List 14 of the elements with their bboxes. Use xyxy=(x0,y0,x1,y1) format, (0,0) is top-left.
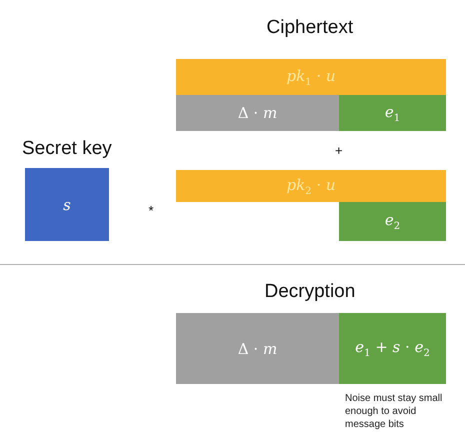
noise-block: e$_{1}$ xyxy=(339,95,446,131)
section-heading: Secret key xyxy=(22,137,112,160)
mask-bar: pk$_{1}$ · u xyxy=(176,59,446,95)
mask-bar: pk$_{2}$ · u xyxy=(176,170,446,202)
message-block: Δ · m xyxy=(176,313,339,384)
secret-key-square: s xyxy=(25,168,109,241)
noise-block: e$_{2}$ xyxy=(339,202,446,241)
note-text: Noise must stay small enough to avoid message bits xyxy=(345,392,443,431)
section-heading: Ciphertext xyxy=(266,17,354,39)
noise-block: e$_{1}$ + s · e$_{2}$ xyxy=(339,313,446,384)
plus-sign: + xyxy=(335,143,343,158)
asterisk: * xyxy=(148,203,154,218)
message-block: Δ · m xyxy=(176,95,339,131)
section-heading: Decryption xyxy=(264,281,356,303)
